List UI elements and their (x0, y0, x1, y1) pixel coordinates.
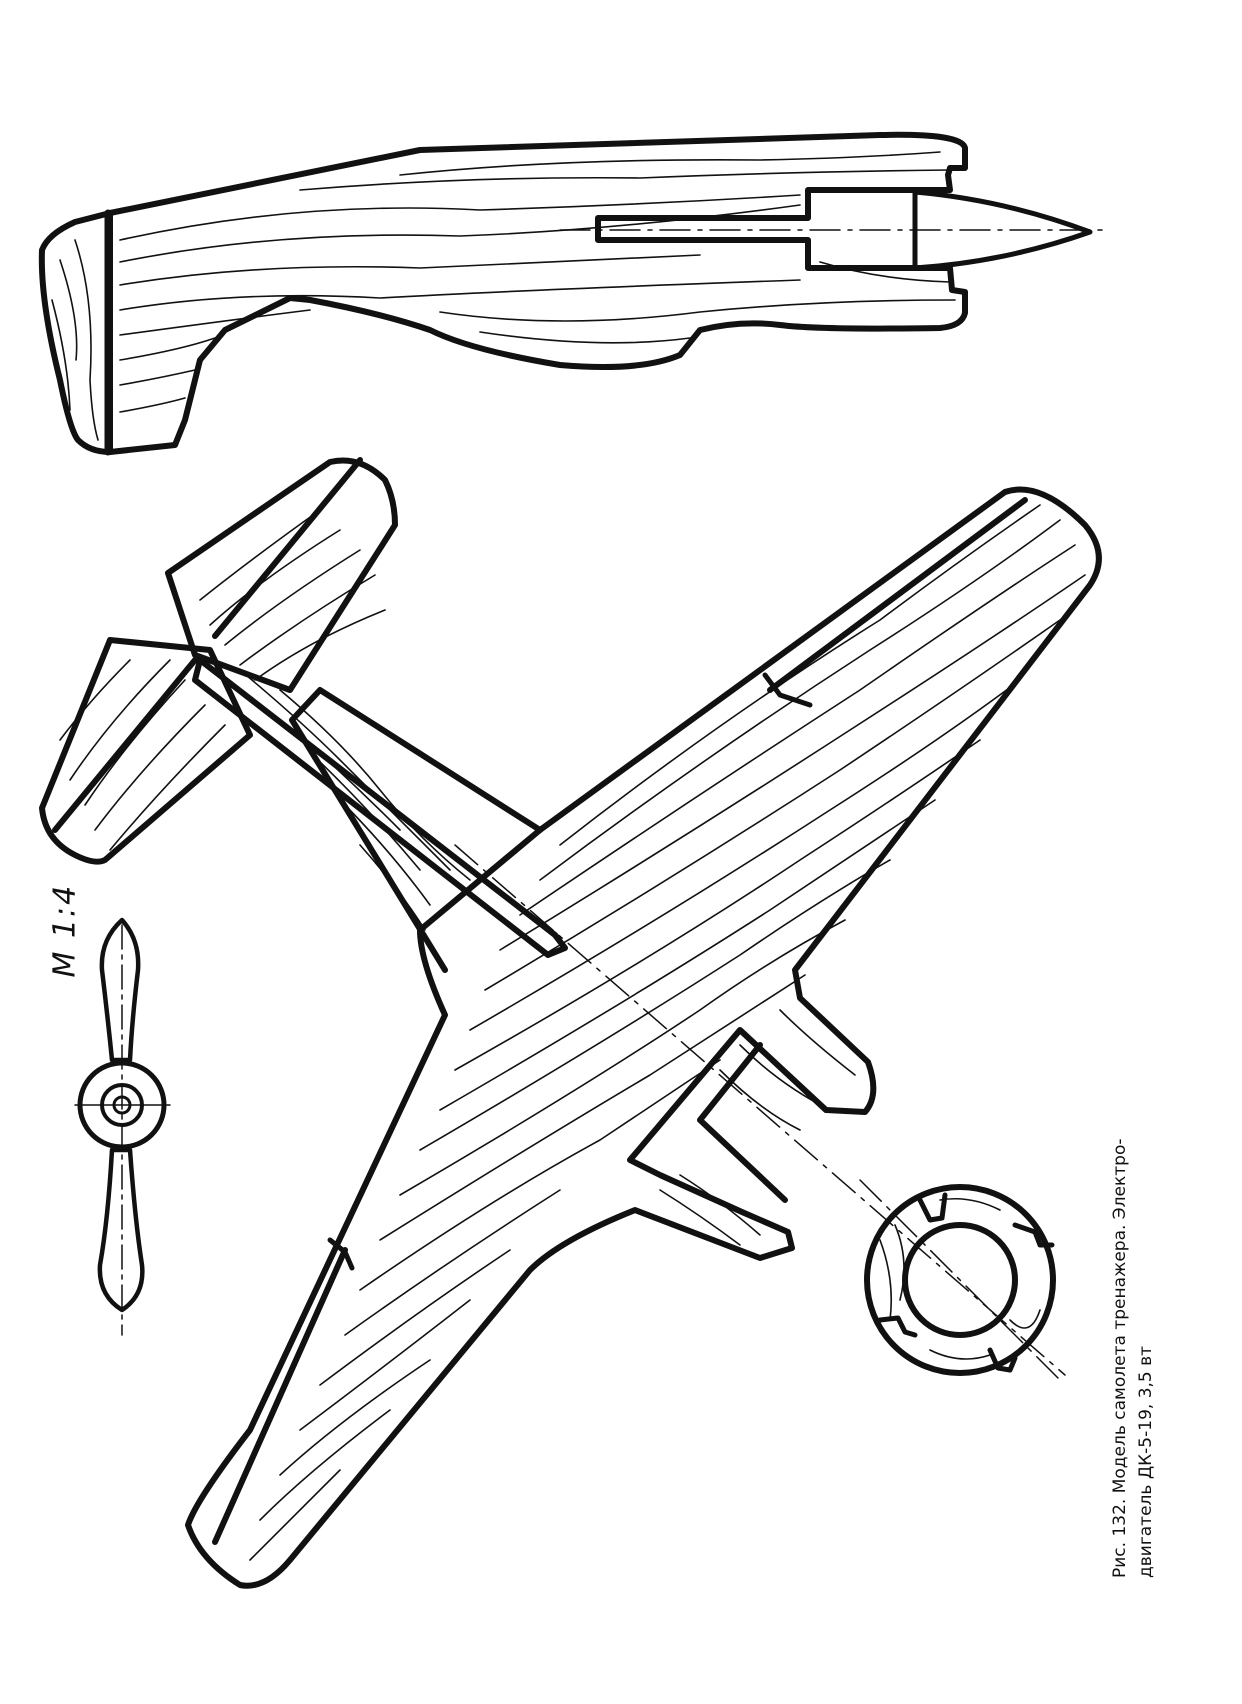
fin-slot (192, 657, 568, 958)
fuselage-side-grain (51, 151, 956, 441)
fuselage-side-outline (107, 131, 968, 455)
tailplane-left-outline (39, 637, 253, 865)
ring-notch-right (1012, 1222, 1055, 1248)
caption-line-1: Рис. 132. Модель самолета тренажера. Эле… (1110, 1138, 1130, 1579)
aircraft-top-view (39, 457, 1102, 1589)
motor-ring-section (859, 1179, 1061, 1381)
top-view-grain (59, 504, 1086, 1561)
top-center-line (454, 844, 1066, 1376)
left-aileron-end (327, 1237, 355, 1271)
scale-label: M 1:4 (47, 883, 83, 978)
fuselage-side-view (38, 131, 1106, 456)
propeller-icon (74, 917, 171, 1336)
ring-inner (902, 1222, 1018, 1338)
propeller-blade-lower (97, 1147, 145, 1313)
ring-outer (864, 1184, 1056, 1376)
right-aileron-hinge (767, 497, 1028, 693)
ring-notch-left (877, 1315, 918, 1338)
right-aileron-end (762, 672, 813, 708)
ring-center-line (859, 1179, 1061, 1381)
engine-mount-outline (697, 1042, 788, 1203)
ring-notch-bottom (987, 1347, 1018, 1373)
ring-notch-top (917, 1192, 948, 1223)
tailplane-right-outline (165, 457, 398, 693)
elevator-right-hinge (212, 457, 363, 639)
spinner-side-icon (912, 189, 1093, 271)
tail-boom-outline (289, 687, 543, 973)
left-aileron-hinge (212, 1247, 348, 1545)
caption-line-2: двигатель ДК-5-19, 3,5 вт (1136, 1345, 1156, 1578)
elevator-left-hinge (52, 657, 198, 833)
propeller-blade-upper (99, 917, 141, 1063)
figure-caption: Рис. 132. Модель самолета тренажера. Эле… (1107, 958, 1159, 1579)
wing-outline (185, 486, 1102, 1589)
rudder-side-outline (38, 210, 113, 455)
